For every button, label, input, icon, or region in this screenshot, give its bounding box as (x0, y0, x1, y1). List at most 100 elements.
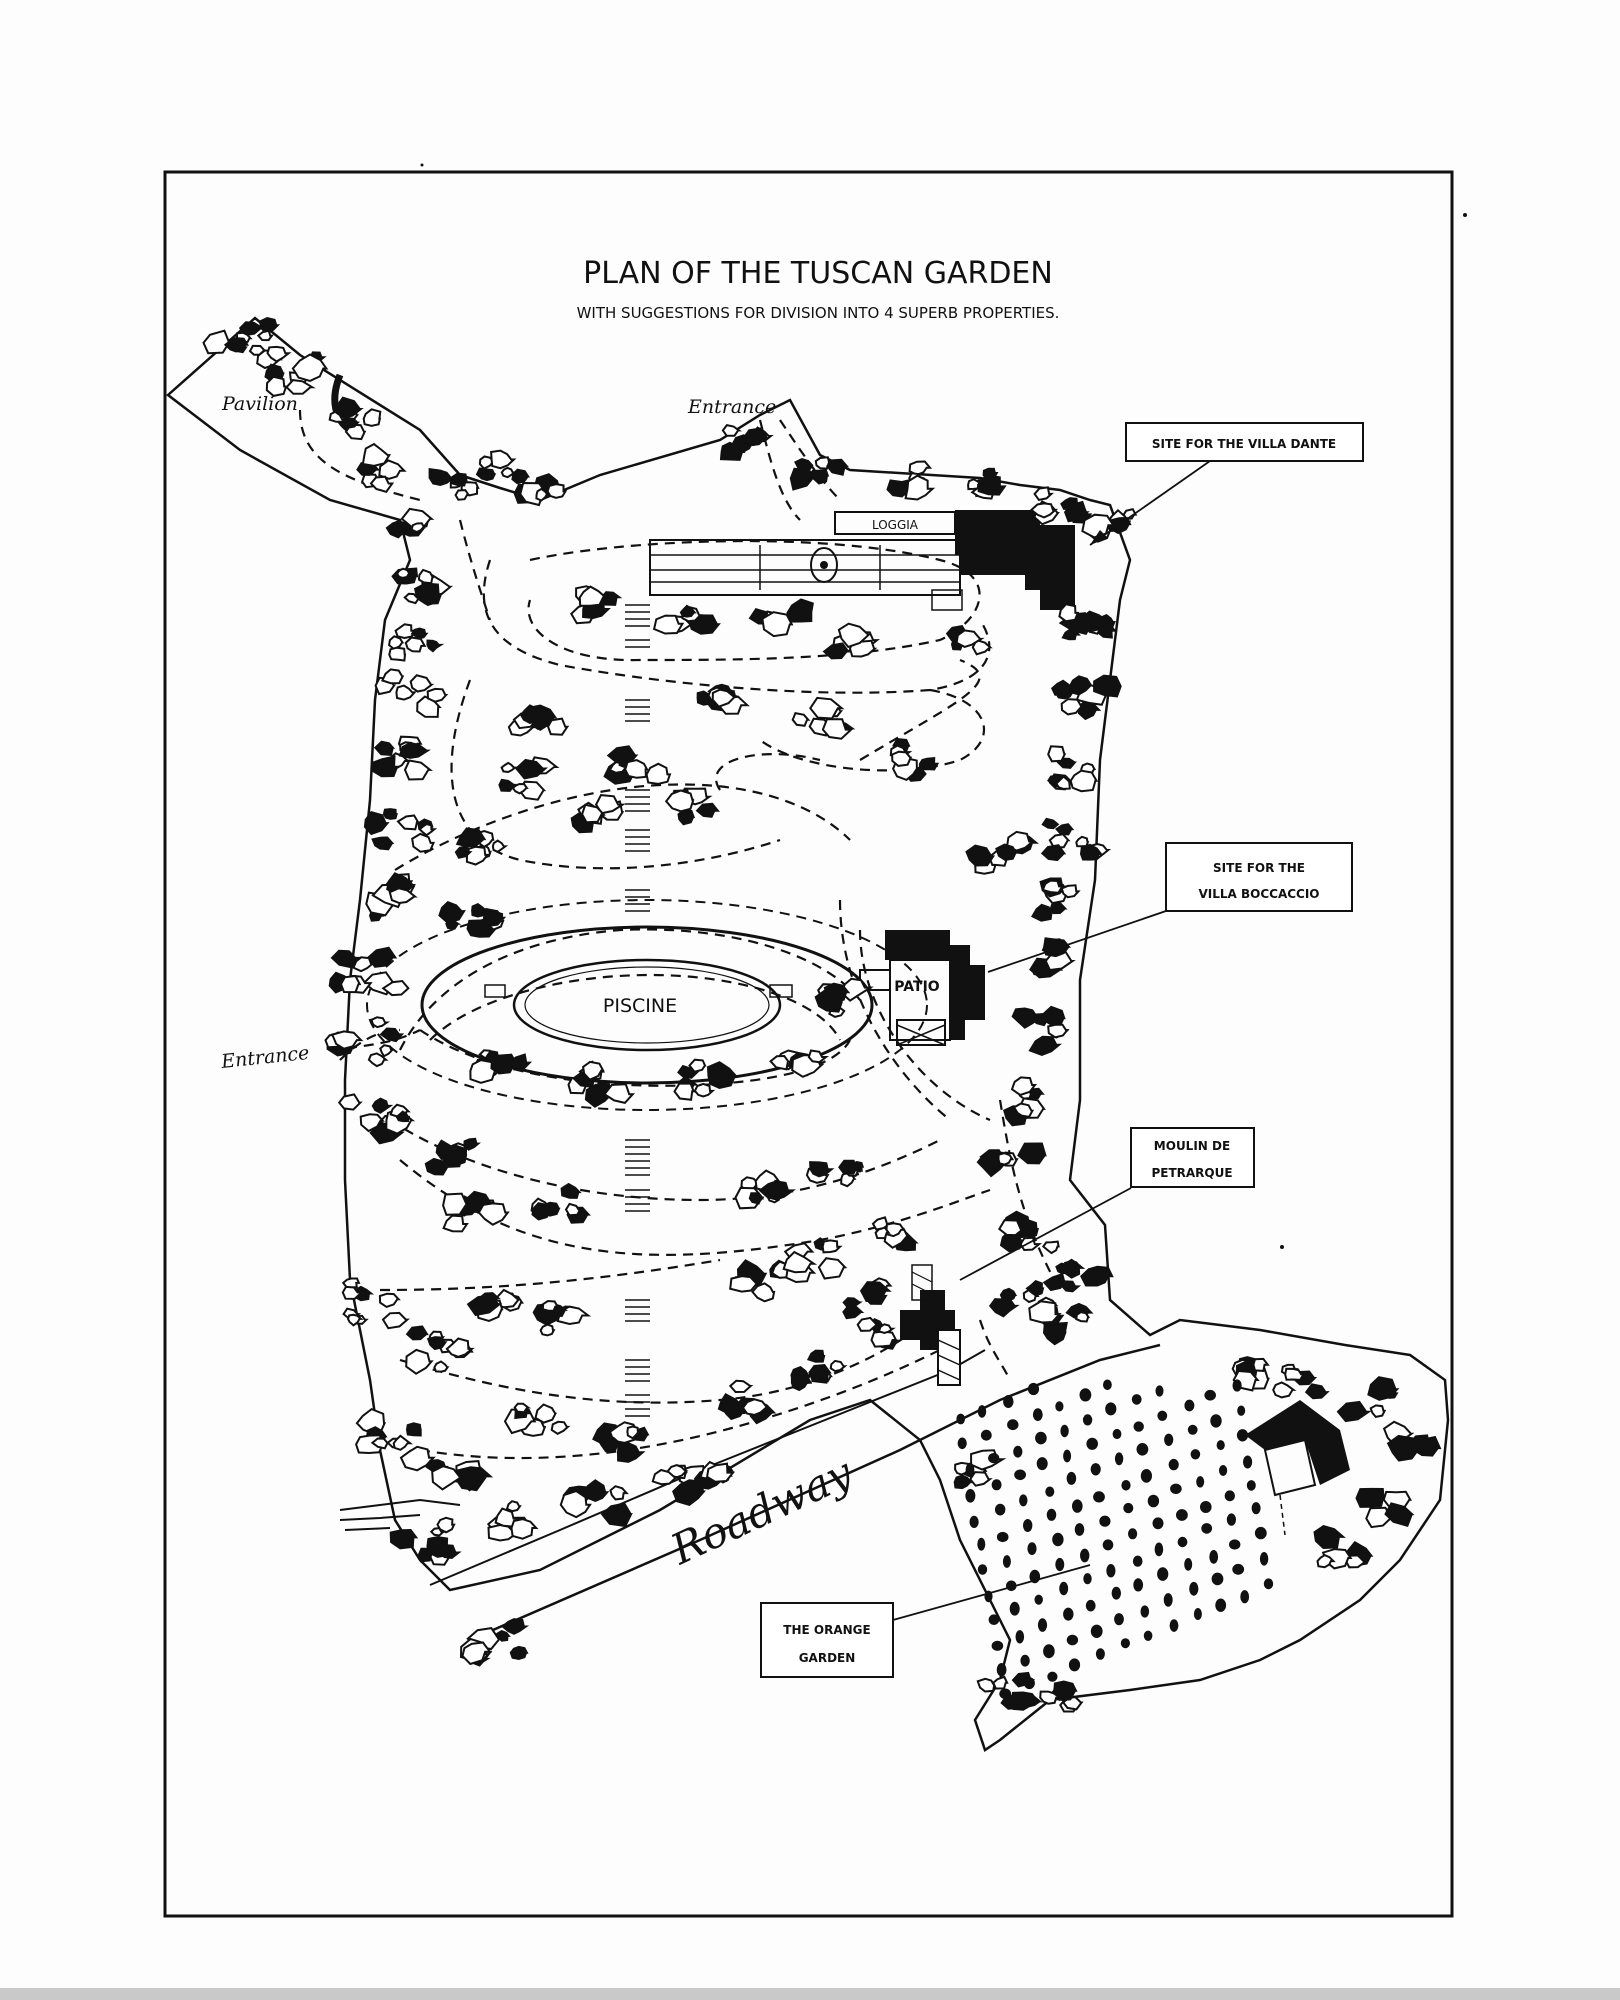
tree-symbol (519, 704, 544, 724)
tree-symbol (445, 919, 462, 930)
villa-dante-site: LOGGIA (649, 510, 1075, 611)
orange-tree (1072, 1499, 1083, 1513)
tree-symbol (904, 474, 936, 501)
orange-tree (1086, 1437, 1098, 1450)
tree-symbol (808, 469, 830, 485)
orange-tree (1189, 1581, 1199, 1596)
tree-symbol (1093, 674, 1122, 698)
orange-tree (956, 1413, 965, 1425)
tree-symbol (977, 474, 1007, 496)
tree-symbol (503, 1408, 537, 1435)
tree-symbol (477, 1202, 510, 1226)
orange-tree (1211, 1572, 1224, 1586)
tree-symbol (790, 1373, 813, 1392)
callout-orange-line1: THE ORANGE (783, 1623, 870, 1637)
tree-symbol (677, 808, 696, 826)
tree-symbol (603, 1083, 636, 1105)
tree-symbol (1040, 844, 1067, 862)
tree-symbol (490, 449, 517, 470)
tree-symbol (514, 758, 549, 780)
orange-tree (1090, 1624, 1103, 1639)
tree-symbol (1060, 698, 1084, 716)
orange-tree (1157, 1410, 1168, 1422)
tree-symbol (581, 803, 606, 824)
tree-symbol (997, 1219, 1027, 1237)
tree-symbol (385, 520, 413, 539)
tree-symbol (664, 789, 695, 813)
tree-symbol (706, 1462, 736, 1483)
orange-tree (1063, 1449, 1072, 1463)
tree-symbol (409, 674, 435, 693)
tree-symbol (645, 762, 672, 785)
orange-tree (1219, 1465, 1228, 1476)
orange-tree (1193, 1608, 1202, 1620)
tree-symbol (398, 741, 431, 759)
tree-symbol (410, 522, 426, 534)
tree-symbol (428, 468, 457, 487)
pavilion: Pavilion (221, 373, 353, 433)
tree-symbol (969, 1471, 993, 1487)
orange-tree (1240, 1590, 1250, 1604)
tree-symbol (510, 1518, 539, 1540)
tree-symbol (1355, 1487, 1385, 1508)
orange-tree (1121, 1480, 1131, 1491)
tree-symbol (426, 1336, 448, 1351)
tree-symbol (1039, 1690, 1064, 1705)
tree-symbol (1384, 1502, 1415, 1528)
tree-symbol (729, 1275, 760, 1293)
tree-symbol (782, 1250, 818, 1274)
tree-symbol (388, 646, 407, 662)
callout-villa-dante: SITE FOR THE VILLA DANTE (1089, 422, 1364, 546)
orange-tree (1080, 1548, 1090, 1563)
tree-symbol (285, 379, 316, 395)
orange-tree (1055, 1401, 1064, 1412)
tree-symbol (413, 582, 443, 605)
orange-tree (1020, 1654, 1030, 1667)
tree-symbol (652, 614, 685, 635)
tree-symbol (362, 408, 382, 427)
tree-symbol (953, 1474, 973, 1490)
orange-tree (1133, 1421, 1144, 1432)
tree-symbol (339, 974, 362, 994)
tree-symbol (758, 1180, 796, 1201)
tree-symbol (291, 353, 329, 382)
orange-tree (1079, 1388, 1092, 1402)
orange-tree (1103, 1379, 1112, 1391)
tree-symbol (424, 1157, 449, 1176)
tree-symbol (814, 988, 844, 1013)
tree-symbol (550, 1420, 571, 1435)
tree-symbol (373, 740, 396, 756)
tree-symbol (418, 822, 438, 837)
tree-symbol (1047, 1023, 1070, 1039)
orange-tree (1246, 1480, 1256, 1491)
tree-symbol (1017, 1142, 1047, 1165)
tree-symbol (809, 696, 845, 720)
tree-symbol (369, 475, 395, 493)
tree-symbol (1055, 775, 1073, 790)
orange-tree (1007, 1419, 1019, 1431)
orange-tree (999, 1688, 1012, 1700)
orange-tree (996, 1663, 1007, 1677)
orange-tree (1232, 1379, 1242, 1392)
tree-symbol (1055, 1262, 1074, 1275)
tree-symbol (396, 814, 420, 831)
tree-symbol (1272, 1381, 1297, 1399)
orange-tree (1085, 1599, 1096, 1612)
map-frame (163, 170, 1454, 1918)
orange-tree (1196, 1476, 1205, 1488)
tree-symbol (1042, 1321, 1068, 1346)
tree-symbol (564, 1202, 582, 1217)
tree-symbol (1407, 1434, 1432, 1452)
tree-symbol (982, 467, 999, 481)
tree-symbol (842, 1305, 865, 1320)
tree-symbol (491, 839, 509, 853)
tree-symbol (404, 636, 427, 653)
tree-symbol (266, 345, 292, 363)
tree-symbol (976, 1677, 996, 1693)
tree-symbol (808, 1364, 832, 1384)
tree-symbol (995, 843, 1018, 861)
tree-symbol (450, 472, 468, 487)
tree-symbol (500, 466, 519, 479)
orange-tree (1066, 1471, 1077, 1485)
callout-moulin: MOULIN DE PETRARQUE (959, 1127, 1255, 1281)
